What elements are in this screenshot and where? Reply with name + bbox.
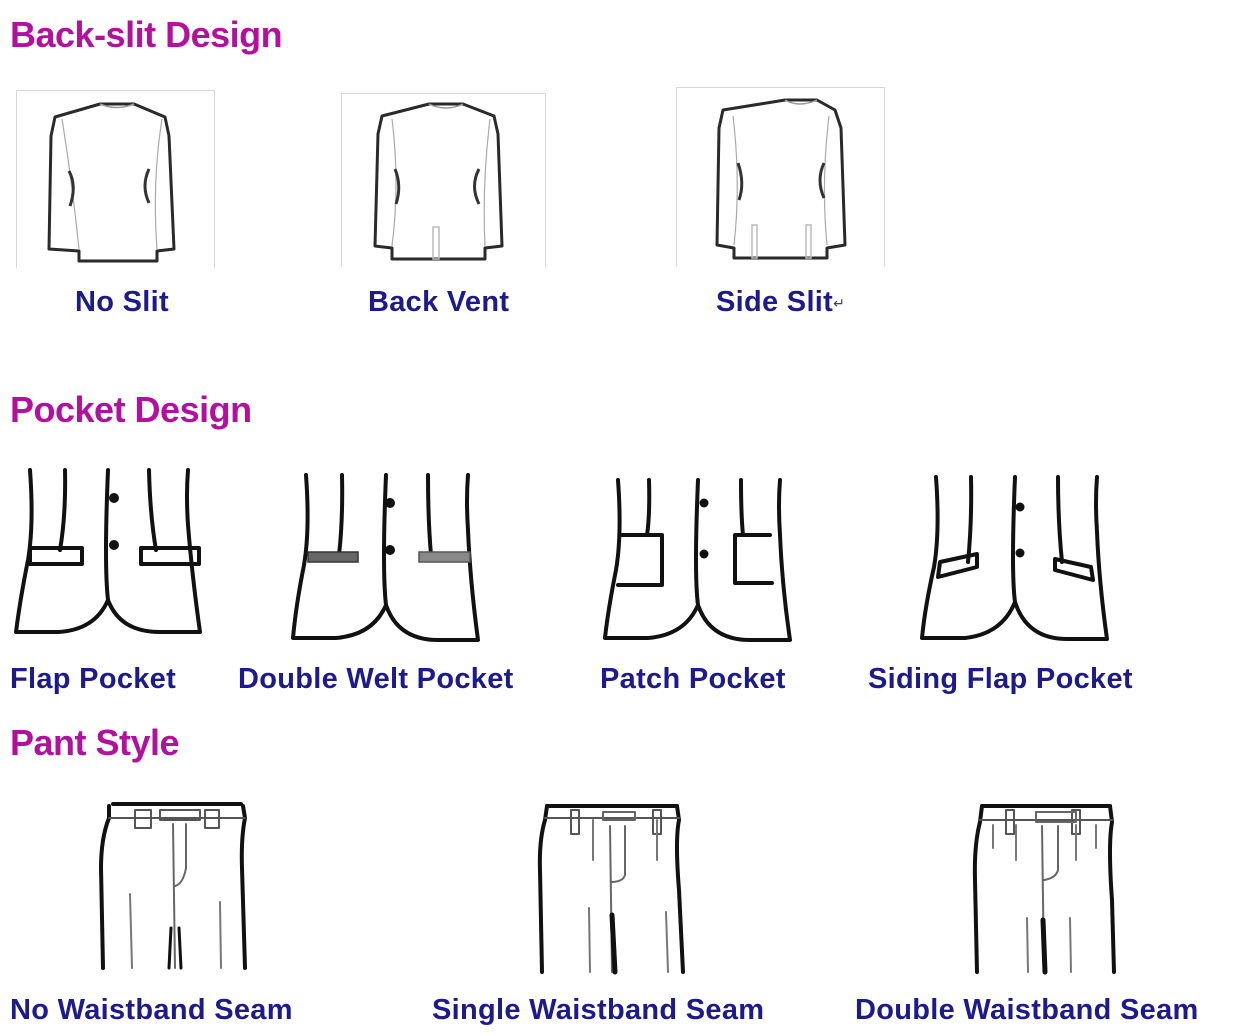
- label-flap-pocket: Flap Pocket: [10, 663, 177, 695]
- jacket-back-no-slit-icon: [16, 90, 215, 268]
- label-side-slit-text: Side Slit: [716, 286, 834, 318]
- pants-single-waistband-seam-icon: [535, 800, 695, 980]
- pants-double-waistband-seam-icon: [968, 800, 1128, 980]
- section-title-back-slit: Back-slit Design: [10, 14, 283, 55]
- pants-no-waistband-seam-icon: [95, 798, 255, 978]
- label-no-waistband-seam: No Waistband Seam: [10, 994, 293, 1026]
- section-title-pant: Pant Style: [10, 722, 180, 763]
- slanted-flap-pocket-icon: [895, 462, 1117, 647]
- label-single-waistband-seam: Single Waistband Seam: [432, 994, 765, 1026]
- jacket-back-side-vents-icon: [676, 87, 885, 267]
- return-mark-icon: ↵: [833, 294, 846, 311]
- label-no-slit: No Slit: [75, 286, 169, 318]
- label-siding-flap-pocket: Siding Flap Pocket: [868, 663, 1133, 695]
- label-double-welt-pocket: Double Welt Pocket: [238, 663, 514, 695]
- label-back-vent: Back Vent: [368, 286, 510, 318]
- jacket-back-center-vent-icon: [341, 93, 546, 267]
- patch-pocket-icon: [600, 475, 800, 647]
- flap-pocket-icon: [10, 465, 210, 640]
- label-double-waistband-seam: Double Waistband Seam: [855, 994, 1199, 1026]
- double-welt-pocket-icon: [288, 470, 488, 645]
- label-side-slit: Side Slit↵: [716, 286, 845, 319]
- section-title-pocket: Pocket Design: [10, 389, 252, 430]
- label-patch-pocket: Patch Pocket: [600, 663, 786, 695]
